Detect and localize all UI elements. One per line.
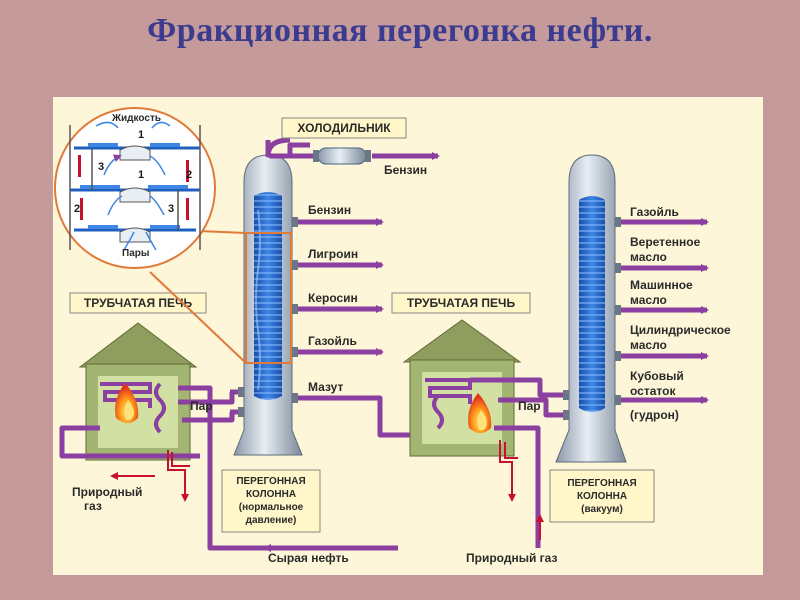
column-1 [233,154,303,456]
product-gasoil: Газойль [308,334,357,348]
column-1-label-4: давление) [246,515,297,526]
inset-vapors-label: Пары [122,248,149,259]
column-1-label-box [221,469,321,533]
furnace-1-label: ТРУБЧАТАЯ ПЕЧЬ [84,296,193,310]
product-machine-oil-1: Машинное [630,278,693,292]
natural-gas-1-line1: Природный [72,485,142,499]
furnace-2-label-box [391,292,531,314]
inset-number-2b: 2 [74,203,80,215]
natural-gas-2-label: Природный газ [466,551,557,565]
inset-number-1a: 1 [138,129,144,141]
cooler-label: ХОЛОДИЛЬНИК [297,121,391,135]
column-2-label-1: ПЕРЕГОННАЯ [567,478,636,489]
inset-number-3b: 3 [168,203,174,215]
product-spindle-oil-1: Веретенное [630,235,701,249]
furnace-1-pipes [59,385,398,552]
product-ligroin: Лигроин [308,247,358,261]
product-kerosene: Керосин [308,291,358,305]
product-cylinder-oil-2: масло [630,338,667,352]
column-1-label-1: ПЕРЕГОННАЯ [236,476,305,487]
column-2 [555,154,627,463]
tray-inset: Жидкость Пары 1 1 2 2 3 3 [54,107,247,364]
column-2-label-box [549,469,655,523]
inset-number-2a: 2 [186,169,192,181]
furnace-2-label: ТРУБЧАТАЯ ПЕЧЬ [407,296,516,310]
cooler-label-box [281,117,407,139]
product-residue-1: Кубовый [630,369,684,383]
steam-label-2: Пар [518,399,541,413]
column-1-flanges [238,217,298,417]
product-residue-2: остаток [630,384,676,398]
inset-liquid-label: Жидкость [111,113,161,124]
crude-oil-label: Сырая нефть [268,551,349,565]
column-2-flanges [563,217,621,420]
product-machine-oil-2: масло [630,293,667,307]
inset-number-1b: 1 [138,169,144,181]
product-benzine: Бензин [308,203,351,217]
product-spindle-oil-2: масло [630,250,667,264]
inset-number-3a: 3 [98,161,104,173]
product-cylinder-oil-1: Цилиндрическое [630,323,731,337]
column-2-label-2: КОЛОННА [577,491,627,502]
product-top-benzine: Бензин [384,163,427,177]
product-tar: (гудрон) [630,408,679,422]
column-2-label-3: (вакуум) [581,504,623,515]
column-1-label-2: КОЛОННА [246,489,296,500]
furnace-2-pipes [470,377,549,548]
furnace-1 [78,322,198,461]
steam-label-1: Пар [190,399,213,413]
product-mazut: Мазут [308,380,343,394]
furnace-2 [402,319,522,457]
page-title: Фракционная перегонка нефти. [147,12,653,49]
column-1-label-3: (нормальное [239,502,304,513]
cooler-icon [313,147,371,165]
furnace-1-label-box [69,292,207,314]
natural-gas-1-line2: газ [84,499,102,513]
product-gasoil-2: Газойль [630,205,679,219]
